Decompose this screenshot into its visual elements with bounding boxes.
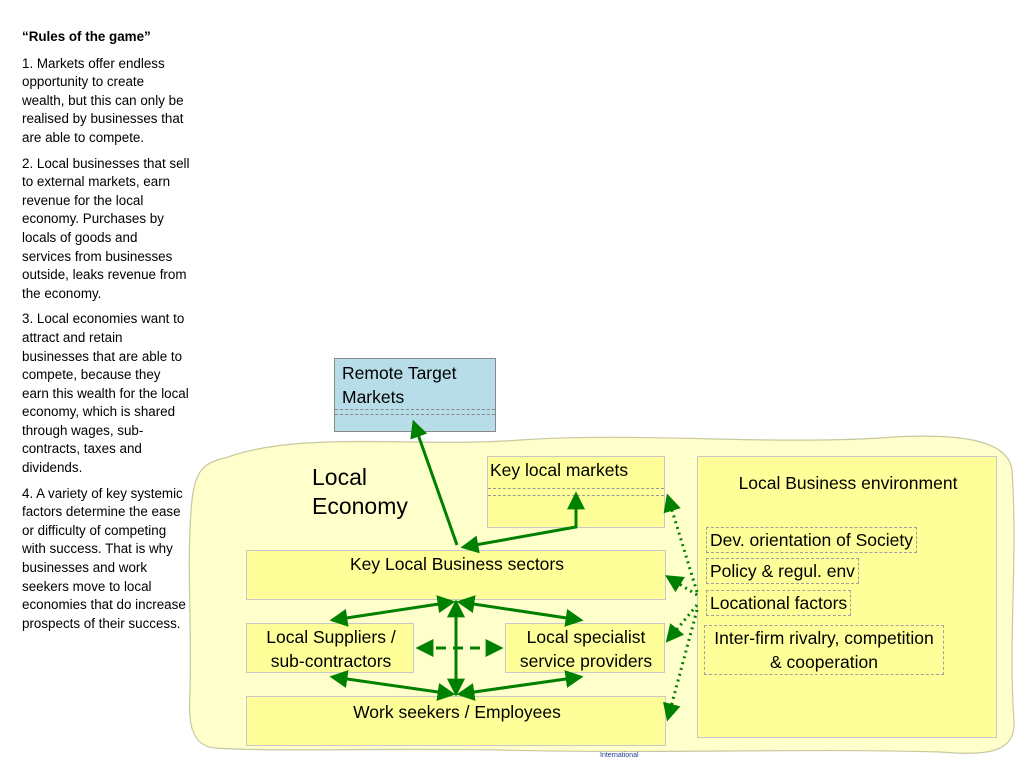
factor-dev-orientation: Dev. orientation of Society: [706, 527, 917, 553]
work-seekers-label: Work seekers / Employees: [353, 702, 561, 722]
rule-2: 2. Local businesses that sell to externa…: [22, 155, 190, 301]
arrow-sectors-local-markets: [460, 491, 585, 554]
arrow-specialists-workers: [456, 670, 584, 701]
local-suppliers-label: Local Suppliers / sub-contractors: [266, 627, 396, 671]
arrow-sectors-specialists: [456, 595, 584, 627]
local-economy-label: Local Economy: [312, 464, 408, 519]
factor-policy: Policy & regul. env: [706, 558, 859, 584]
factor-inter-firm: Inter-firm rivalry, competition & cooper…: [704, 625, 944, 675]
specialist-providers-box: Local specialist service providers: [505, 623, 665, 673]
rules-panel: “Rules of the game” 1. Markets offer end…: [22, 28, 190, 640]
rule-1: 1. Markets offer endless opportunity to …: [22, 55, 184, 145]
factor-locational: Locational factors: [706, 590, 852, 616]
rule-4: 4. A variety of key systemic factors det…: [22, 485, 186, 631]
key-sectors-label: Key Local Business sectors: [350, 554, 564, 574]
rule-3: 3. Local economies want to attract and r…: [22, 311, 189, 476]
remote-target-markets-label: Remote Target Markets: [342, 363, 457, 407]
arrow-sectors-remote: [410, 419, 459, 546]
arrow-sectors-suppliers: [329, 595, 456, 627]
dotted-arrow-env-markets: [663, 493, 699, 593]
key-sectors-box: Key Local Business sectors: [246, 550, 666, 600]
rules-title: “Rules of the game”: [22, 29, 151, 44]
key-local-markets-label: Key local markets: [490, 460, 629, 480]
dotted-arrow-env-workers: [663, 609, 699, 722]
arrow-suppliers-workers: [329, 670, 456, 701]
remote-divider: [335, 409, 495, 415]
dotted-arrow-env-specialists: [665, 604, 699, 643]
specialist-providers-label: Local specialist service providers: [519, 627, 653, 671]
brand-text: International: [600, 752, 639, 759]
local-suppliers-box: Local Suppliers / sub-contractors: [246, 623, 414, 673]
business-environment-title: Local Business environment: [738, 473, 958, 493]
